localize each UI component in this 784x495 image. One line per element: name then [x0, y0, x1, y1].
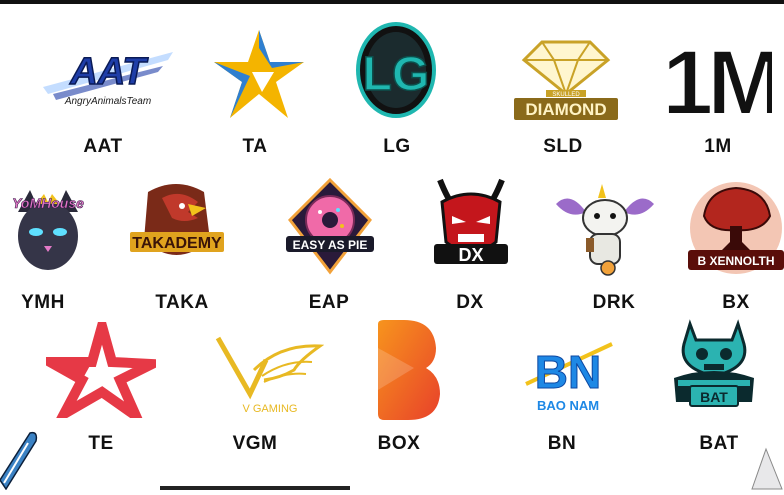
- taka-wordmark-text: TAKADEMY: [132, 235, 222, 252]
- taka-logo: TAKADEMY WE ARE GAMERS: [128, 178, 226, 276]
- 1m-wordmark-text: 1M: [668, 32, 772, 120]
- team-label-eap: EAP: [308, 292, 350, 313]
- bx-tree-icon: B XENNOLTH: [688, 182, 784, 274]
- aat-logo: AAT AngryAnimalsTeam: [38, 32, 178, 112]
- box-logo: [374, 318, 444, 422]
- bn-subtitle: BAO NAM: [537, 398, 599, 413]
- bx-wordmark-text: B XENNOLTH: [697, 254, 774, 268]
- aat-subtitle: AngryAnimalsTeam: [64, 96, 151, 107]
- drk-logo: [550, 180, 660, 280]
- taka-subtitle: WE ARE GAMERS: [151, 258, 202, 264]
- drk-cat-icon: [556, 184, 654, 276]
- team-label-aat: AAT: [83, 136, 123, 157]
- ymh-wordmark-text: YoMHouse: [12, 195, 84, 211]
- eap-donut-icon: EASY AS PIE: [286, 177, 374, 275]
- team-label-box: BOX: [377, 433, 421, 454]
- team-label-drk: DRK: [592, 292, 636, 313]
- bat-logo: BAT: [664, 318, 764, 418]
- lg-shield-icon: LG: [356, 22, 436, 118]
- te-star-icon: [46, 322, 156, 418]
- bn-wordmark-text: BN: [535, 346, 601, 398]
- team-label-lg: LG: [383, 136, 411, 157]
- ymh-cat-icon: YoMHouse: [12, 190, 84, 270]
- ta-logo: [212, 28, 306, 120]
- 1m-wordmark-icon: 1M: [668, 31, 772, 120]
- team-label-1m: 1M: [704, 136, 732, 157]
- dx-logo: DX: [420, 172, 522, 276]
- sld-wordmark-text: DIAMOND: [525, 100, 606, 119]
- vgm-wing-icon: V GAMING: [215, 336, 324, 415]
- team-label-taka: TAKA: [155, 292, 209, 313]
- box-b-icon: [378, 320, 440, 420]
- ta-star-icon: [214, 30, 304, 118]
- team-label-ymh: YMH: [21, 292, 65, 313]
- team-label-bat: BAT: [699, 433, 739, 454]
- lg-wordmark-text: LG: [363, 48, 430, 101]
- dx-wordmark-text: DX: [458, 245, 483, 265]
- eap-logo: EASY AS PIE: [280, 176, 380, 276]
- bottom-edge-bar: [160, 486, 350, 490]
- team-label-bx: BX: [722, 292, 750, 313]
- sld-diamond-icon: SKULLED DIAMOND: [514, 40, 618, 120]
- lg-logo: LG: [355, 20, 437, 122]
- team-label-bn: BN: [547, 433, 577, 454]
- team-label-sld: SLD: [543, 136, 583, 157]
- bx-logo: B XENNOLTH: [684, 176, 784, 280]
- bat-wordmark-text: BAT: [700, 389, 728, 405]
- eap-wordmark-text: EASY AS PIE: [293, 238, 368, 252]
- te-logo: [46, 322, 156, 418]
- vgm-logo: V GAMING: [210, 330, 324, 418]
- bn-wordmark-icon: BN BAO NAM: [525, 342, 613, 413]
- top-edge-bar: [0, 0, 784, 4]
- bat-skull-icon: BAT: [674, 319, 754, 407]
- decorative-corner-right: [748, 445, 784, 495]
- sld-logo: SKULLED DIAMOND: [512, 38, 620, 122]
- dx-demon-icon: DX: [434, 178, 508, 265]
- team-label-vgm: VGM: [232, 433, 278, 454]
- ymh-logo: YoMHouse: [0, 182, 96, 278]
- bn-logo: BN BAO NAM: [520, 340, 616, 414]
- taka-eagle-icon: TAKADEMY WE ARE GAMERS: [130, 184, 224, 264]
- aat-wordmark-text: AAT: [69, 51, 148, 93]
- vgm-wordmark-text: V GAMING: [242, 403, 297, 415]
- team-label-te: TE: [88, 433, 114, 454]
- 1m-logo: 1M: [668, 30, 772, 120]
- aat-wordmark-icon: AAT AngryAnimalsTeam: [43, 50, 173, 107]
- team-label-ta: TA: [242, 136, 268, 157]
- sld-subtitle: SKULLED: [552, 92, 580, 98]
- team-label-dx: DX: [456, 292, 484, 313]
- decorative-corner-left: [0, 425, 40, 495]
